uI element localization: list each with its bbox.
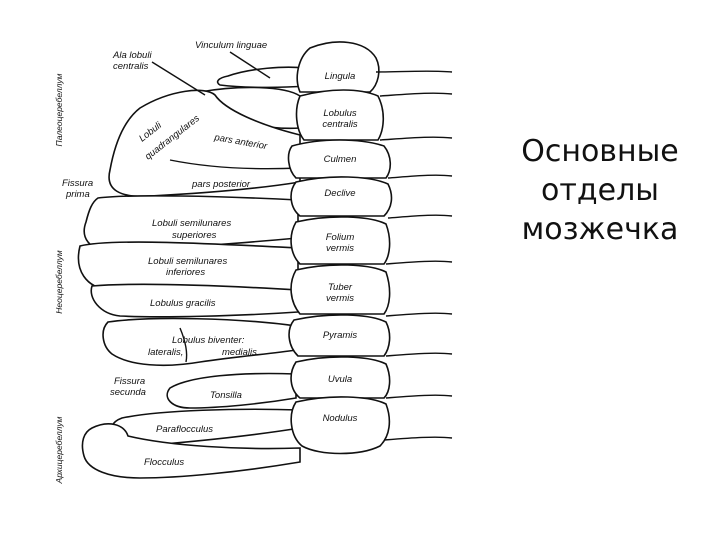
flocculus-label: Flocculus <box>144 457 184 468</box>
ala-lobuli-centralis-label-line1: Ala lobuli <box>112 50 152 61</box>
lingula-shape <box>297 42 379 92</box>
fissura-prima-label-line1: Fissura <box>62 178 93 189</box>
lobulus-centralis-label-line1: Lobulus <box>323 108 357 119</box>
pyramis-label: Pyramis <box>323 330 358 341</box>
vinculum-linguae-shape <box>218 67 305 87</box>
neocerebellum-label: Неоцеребеллум <box>54 250 64 314</box>
declive-label: Declive <box>324 188 355 199</box>
lobulus-gracilis-label: Lobulus gracilis <box>150 298 216 309</box>
paraflocculus-label: Paraflocculus <box>156 424 213 435</box>
fissura-secunda-label-line1: Fissura <box>114 376 145 387</box>
lobulus-biventer-label: Lobulus biventer: <box>172 335 245 346</box>
semilunares-superiores-label-line2: superiores <box>172 230 217 241</box>
semilunares-superiores-label-line1: Lobuli semilunares <box>152 218 231 229</box>
culmen-label: Culmen <box>324 154 357 165</box>
archicerebellum-label: Архицеребеллум <box>54 416 64 484</box>
paleocerebellum-label: Палеоцеребеллум <box>54 73 64 146</box>
nodulus-label: Nodulus <box>323 413 358 424</box>
uvula-label: Uvula <box>328 374 352 385</box>
cerebellum-diagram: Lingula Lobulus centralis Culmen Declive… <box>0 0 470 540</box>
folium-label-line2: vermis <box>326 243 354 254</box>
tonsilla-label: Tonsilla <box>210 390 242 401</box>
tuber-label-line1: Tuber <box>328 282 353 293</box>
semilunares-inferiores-label-line1: Lobuli semilunares <box>148 256 227 267</box>
fissura-secunda-label-line2: secunda <box>110 387 146 398</box>
folium-label-line1: Folium <box>326 232 355 243</box>
nodulus-shape <box>291 397 389 454</box>
vinculum-linguae-label: Vinculum linguae <box>195 40 267 51</box>
tuber-label-line2: vermis <box>326 293 354 304</box>
division-labels: Палеоцеребеллум Неоцеребеллум Архицеребе… <box>54 73 64 484</box>
fissura-prima-label-line2: prima <box>65 189 90 200</box>
pars-posterior-label: pars posterior <box>191 179 251 190</box>
slide-title: Основные отделы мозжечка <box>508 132 692 249</box>
semilunares-inferiores-label-line2: inferiores <box>166 267 205 278</box>
biventer-lateralis-label: lateralis, <box>148 347 183 358</box>
biventer-medialis-label: medialis <box>222 347 257 358</box>
ala-lobuli-centralis-label-line2: centralis <box>113 61 149 72</box>
lingula-label: Lingula <box>325 71 356 82</box>
lobulus-centralis-label-line2: centralis <box>322 119 358 130</box>
